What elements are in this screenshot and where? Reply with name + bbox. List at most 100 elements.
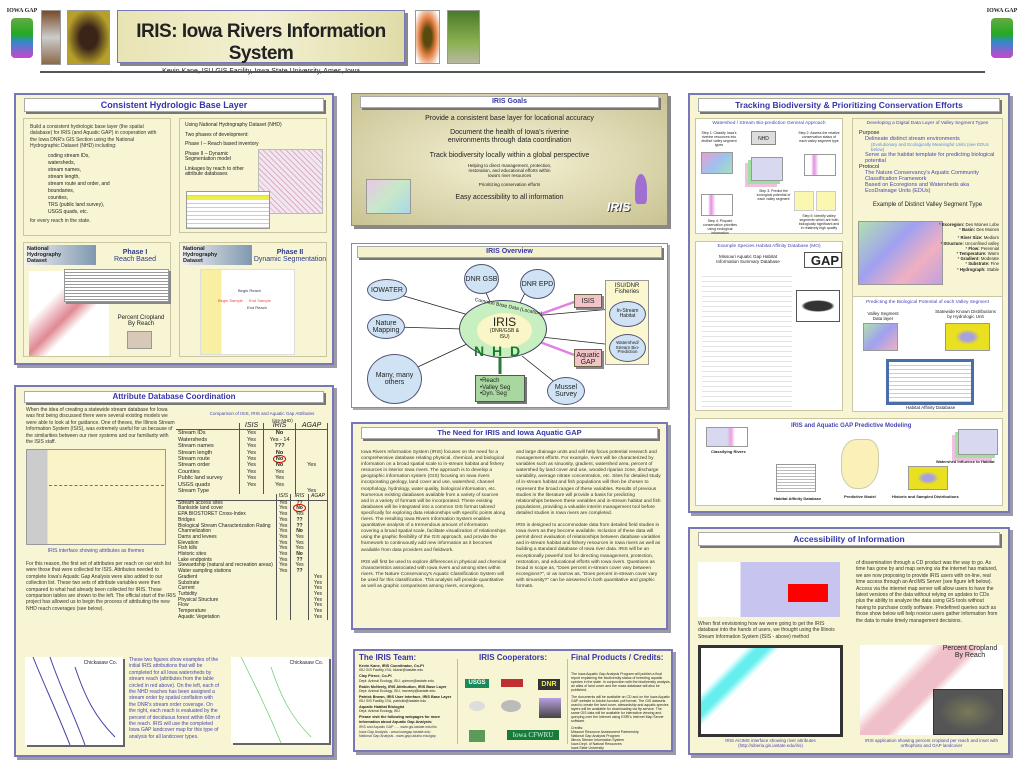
circled-value: No xyxy=(272,455,287,464)
table-cell: Public land survey xyxy=(176,475,241,482)
table-cell: Physical Structure xyxy=(176,597,277,604)
table-cell: Yes xyxy=(290,545,309,553)
gap-logo: GAP xyxy=(804,252,842,268)
cropland-map-image: Percent Cropland By Reach xyxy=(860,645,1003,735)
fisheries-box: ISU/DNR Fisheries In-Stream Habitat Wate… xyxy=(605,280,649,365)
section-title: Accessibility of Information xyxy=(698,532,1000,546)
predictive-model-box: IRIS and Aquatic GAP Predictive Modeling… xyxy=(695,418,1003,506)
table-cell: Yes xyxy=(239,462,264,469)
table-cell: Yes xyxy=(308,603,329,610)
table-cell: Flow xyxy=(176,603,277,610)
web-link[interactable]: National Gap Analysis - www.gap.uidaho.e… xyxy=(359,733,436,738)
column-header: IRIS xyxy=(290,493,309,501)
habitat-affinity-image xyxy=(776,464,816,492)
table-cell: Yes xyxy=(239,429,264,437)
web-link[interactable]: IRIS and Aquatic GAP - ... www.gis.iasta… xyxy=(359,725,437,730)
table-cell xyxy=(295,449,328,457)
table-cell xyxy=(290,591,309,598)
table-cell: Yes xyxy=(276,568,292,575)
web-link[interactable]: Iowa Gap Analysis - www.iowagap.iastate.… xyxy=(359,729,431,734)
table-cell: Yes xyxy=(308,574,329,581)
dnr-logo: DNR xyxy=(538,679,560,690)
table-cell xyxy=(308,500,329,507)
table-cell: EPA BIOSTORET Cross-Index xyxy=(176,511,277,518)
table-cell: Substrate xyxy=(176,580,277,587)
table-cell: Yes xyxy=(308,591,329,598)
overview-panel: IRIS Overview Common Base Data (Location… xyxy=(351,243,668,408)
bullet-item: Using National Hydrography Dataset (NHD) xyxy=(185,122,282,128)
hydro-bullets-box: Using National Hydrography Dataset (NHD)… xyxy=(179,118,327,233)
table-cell xyxy=(308,529,329,535)
section-title: Attribute Database Coordination xyxy=(24,391,324,403)
table-cell: Water sampling stations xyxy=(176,568,277,575)
table-cell: Yes xyxy=(239,481,264,489)
table-cell: Elevation xyxy=(176,540,277,547)
table-cell xyxy=(308,557,329,564)
page-title: IRIS: Iowa Rivers Information System xyxy=(136,21,386,64)
bullet-item: Two phases of development: xyxy=(185,131,249,138)
credit-item: Missouri Resource Assessment Partnership xyxy=(571,730,639,734)
table-cell: Yes xyxy=(308,585,329,592)
table-cell: Channelization xyxy=(176,528,277,535)
classifying-rivers-image xyxy=(706,427,748,447)
bullet-item: Phase II – Dynamic Segmentation model xyxy=(185,150,231,162)
segment-attribute: * Basin: Des Moines xyxy=(959,227,999,233)
column-header: ISIS xyxy=(239,422,264,431)
table-cell xyxy=(276,574,292,581)
table-cell: Yes xyxy=(276,545,292,553)
goals-panel: IRIS Goals Provide a consistent base lay… xyxy=(351,93,668,226)
isu-logo xyxy=(501,700,521,712)
valley-segment-map xyxy=(858,221,943,285)
table-cell: Turbidity xyxy=(176,591,277,598)
list-item: counties, xyxy=(48,194,69,201)
section-title: Tracking Biodiversity & Prioritizing Con… xyxy=(698,98,1000,112)
table-cell: Yes xyxy=(263,468,297,476)
segment-attribute: * Ecoregion: Des Moines Lobe xyxy=(939,222,999,227)
table-cell: Stream access sites xyxy=(176,500,277,507)
attribute-panel: Attribute Database Coordination When the… xyxy=(14,385,334,757)
team-panel: The IRIS Team: Kevin Kane, IRIS Coordina… xyxy=(353,649,673,752)
iris-small-logo xyxy=(539,698,561,718)
accessibility-panel: Accessibility of Information When first … xyxy=(688,527,1010,755)
table-cell: Yes xyxy=(290,563,309,570)
divider xyxy=(567,659,568,744)
column-header: AGAP xyxy=(308,493,329,501)
nhd-types-box: •Reach•Valley Seg•Dyn. Seg xyxy=(475,375,525,402)
table-cell xyxy=(295,456,328,463)
table-cell: No xyxy=(290,551,309,558)
table-cell xyxy=(295,436,328,444)
bioprediction-box: Watershed / Stream Bio-prediction Genera… xyxy=(695,118,843,235)
header-divider xyxy=(40,71,985,73)
table-cell: Yes xyxy=(276,563,292,570)
stream-order-map: Chickasaw Co. xyxy=(25,657,123,745)
watershed-influence-image xyxy=(958,429,998,455)
table-cell: Fish kills xyxy=(176,545,277,553)
photo-rock xyxy=(41,10,61,65)
table-cell xyxy=(263,488,297,495)
table-cell: Stream Type xyxy=(176,488,241,495)
credit-item: Iowa State University xyxy=(571,746,604,750)
credit-item: Illinois Stream Information System xyxy=(571,738,625,742)
section-title: IRIS Overview xyxy=(357,246,662,258)
table-cell xyxy=(276,614,292,621)
table-cell: ?? xyxy=(290,568,309,575)
table-cell: Watersheds xyxy=(176,436,241,444)
table-cell xyxy=(308,512,329,518)
section-title: Consistent Hydrologic Base Layer xyxy=(24,98,324,112)
column-header: IRIS xyxy=(263,422,297,431)
node-isis: ISIS xyxy=(574,294,602,308)
table-cell: Yes xyxy=(295,462,328,469)
tnc-logo xyxy=(469,730,485,742)
table-cell xyxy=(308,569,329,575)
node-nature-mapping: Nature Mapping xyxy=(367,314,405,339)
